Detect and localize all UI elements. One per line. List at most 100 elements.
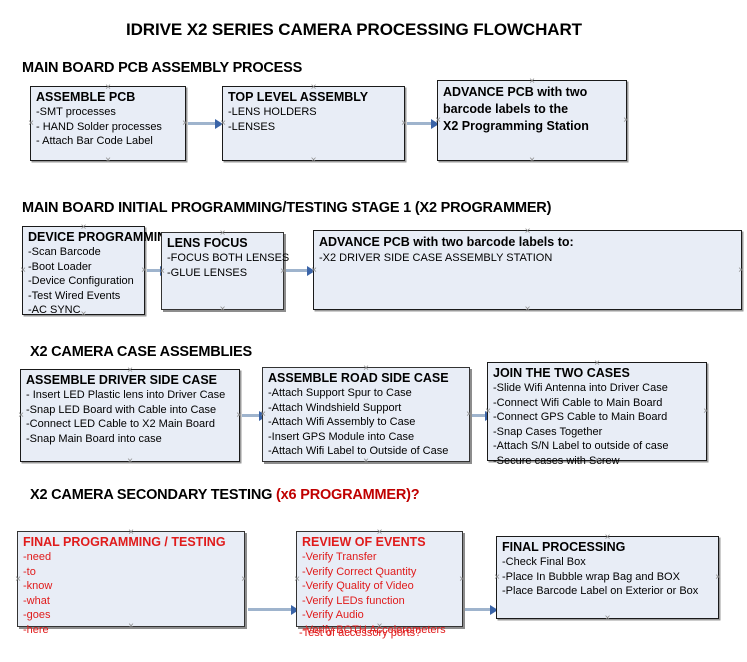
process-box-assemble-road-side-case[interactable]: ASSEMBLE ROAD SIDE CASE -Attach Support …	[262, 367, 470, 462]
box-line: -here	[23, 623, 49, 636]
box-line: -Connect LED Cable to X2 Main Board	[26, 418, 215, 431]
box-line: -Boot Loader	[28, 260, 92, 273]
box-line: -AC SYNC	[28, 304, 81, 317]
box-line: -FOCUS BOTH LENSES	[167, 252, 290, 265]
connection-point-bottom[interactable]	[523, 305, 532, 314]
connection-point-bottom[interactable]	[79, 310, 88, 319]
connection-point-top[interactable]	[523, 227, 532, 236]
connection-point-top[interactable]	[593, 359, 602, 368]
connection-point-right[interactable]	[737, 266, 746, 275]
box-title: JOIN THE TWO CASES	[493, 366, 630, 380]
connection-point-left[interactable]	[310, 266, 319, 275]
box-title: ADVANCE PCB with two barcode labels to:	[319, 235, 574, 249]
connection-point-top[interactable]	[375, 528, 384, 537]
box-title: LENS FOCUS	[167, 236, 248, 250]
connection-point-bottom[interactable]	[127, 622, 136, 631]
connection-point-left[interactable]	[493, 573, 502, 582]
box-line: -Attach S/N Label to outside of case	[493, 440, 669, 453]
box-line: -Snap Cases Together	[493, 425, 603, 438]
connection-point-left[interactable]	[14, 575, 23, 584]
connection-point-top[interactable]	[79, 223, 88, 232]
connection-point-bottom[interactable]	[104, 156, 113, 165]
connection-point-left[interactable]	[17, 411, 26, 420]
process-box-advance-pcb-to-driver-side-case[interactable]: ADVANCE PCB with two barcode labels to: …	[313, 230, 742, 310]
arrow-lens-focus-to-advance-pcb	[286, 269, 308, 272]
box-line: -Check Final Box	[502, 556, 586, 569]
box-line: -need	[23, 551, 52, 564]
process-box-assemble-driver-side-case[interactable]: ASSEMBLE DRIVER SIDE CASE - Insert LED P…	[20, 369, 240, 462]
process-box-join-the-two-cases[interactable]: JOIN THE TWO CASES -Slide Wifi Antenna i…	[484, 359, 707, 467]
connection-point-top[interactable]	[127, 528, 136, 537]
box-line: -Place Barcode Label on Exterior or Box	[502, 585, 699, 598]
connection-point-right[interactable]	[458, 575, 467, 584]
box-line: -Verify BOTH Accelerometers	[302, 623, 446, 636]
section-heading-text: MAIN BOARD PCB ASSEMBLY PROCESS	[22, 60, 303, 76]
connection-point-top[interactable]	[104, 83, 113, 92]
page-title: IDRIVE X2 SERIES CAMERA PROCESSING FLOWC…	[126, 20, 582, 39]
connection-point-left[interactable]	[484, 407, 493, 416]
box-line: - HAND Solder processes	[36, 120, 162, 133]
box-title: ADVANCE PCB with two	[443, 85, 588, 99]
connection-point-top[interactable]	[528, 77, 537, 86]
arrow-driver-side-to-road-side	[242, 414, 260, 417]
connection-point-top[interactable]	[218, 229, 227, 238]
process-box-lens-focus[interactable]: LENS FOCUS -FOCUS BOTH LENSES -GLUE LENS…	[158, 229, 290, 310]
review-of-events-overflow-line: -Test of accessory ports?	[299, 627, 422, 639]
box-line: -Place In Bubble wrap Bag and BOX	[502, 570, 680, 583]
box-line: -Verify LEDs function	[302, 594, 405, 607]
connection-point-left[interactable]	[293, 575, 302, 584]
connection-point-bottom[interactable]	[603, 614, 612, 623]
connection-point-bottom[interactable]	[218, 305, 227, 314]
box-line: -Connect Wifi Cable to Main Board	[493, 396, 663, 409]
box-line: -Test Wired Events	[28, 289, 121, 302]
connection-point-bottom[interactable]	[528, 156, 537, 165]
connection-point-bottom[interactable]	[309, 156, 318, 165]
arrow-assemble-pcb-to-top-level-assembly	[188, 122, 216, 125]
connection-point-top[interactable]	[309, 83, 318, 92]
box-line: -Snap LED Board with Cable into Case	[26, 403, 217, 416]
process-box-final-processing[interactable]: FINAL PROCESSING -Check Final Box -Place…	[496, 536, 719, 619]
connection-point-bottom[interactable]	[593, 456, 602, 465]
connection-point-left[interactable]	[19, 266, 28, 275]
box-line: X2 Programming Station	[443, 118, 589, 133]
box-line: -GLUE LENSES	[167, 266, 248, 279]
connection-point-left[interactable]	[434, 116, 443, 125]
connection-point-left[interactable]	[259, 410, 268, 419]
arrow-device-programming-to-lens-focus	[147, 269, 161, 272]
box-line: -Scan Barcode	[28, 246, 101, 259]
connection-point-left[interactable]	[27, 119, 36, 128]
connection-point-right[interactable]	[714, 573, 723, 582]
box-line: -Verify Correct Quantity	[302, 565, 417, 578]
process-box-top-level-assembly[interactable]: TOP LEVEL ASSEMBLY -LENS HOLDERS -LENSES	[222, 86, 405, 161]
connection-point-top[interactable]	[126, 366, 135, 375]
section-heading-main-board-initial-programming: MAIN BOARD INITIAL PROGRAMMING/TESTING S…	[22, 200, 551, 216]
process-box-review-of-events[interactable]: REVIEW OF EVENTS -Verify Transfer -Verif…	[293, 528, 463, 636]
box-line: -Verify Audio	[302, 609, 364, 622]
connection-point-left[interactable]	[219, 119, 228, 128]
section-heading-main-board-pcb-assembly: MAIN BOARD PCB ASSEMBLY PROCESS	[22, 60, 302, 76]
process-box-advance-pcb-to-programming-station[interactable]: ADVANCE PCB with two barcode labels to t…	[437, 80, 627, 161]
box-line: -X2 DRIVER SIDE CASE ASSEMBLY STATION	[319, 251, 553, 264]
connection-point-right[interactable]	[240, 575, 249, 584]
box-line: -Attach Windshield Support	[268, 401, 402, 414]
connection-point-bottom[interactable]	[126, 457, 135, 466]
process-box-assemble-pcb[interactable]: ASSEMBLE PCB -SMT processes - HAND Solde…	[30, 86, 186, 161]
connection-point-top[interactable]	[362, 364, 371, 373]
box-line: -LENS HOLDERS	[228, 106, 317, 119]
connection-point-right[interactable]	[622, 116, 631, 125]
process-box-final-programming-testing[interactable]: FINAL PROGRAMMING / TESTING -need -to -k…	[14, 528, 245, 636]
section-heading-text: MAIN BOARD INITIAL PROGRAMMING/TESTING S…	[22, 200, 552, 216]
connection-point-left[interactable]	[158, 267, 167, 276]
box-line: -goes	[23, 609, 51, 622]
connection-point-right[interactable]	[702, 407, 711, 416]
section-heading-text: X2 CAMERA CASE ASSEMBLIES	[30, 344, 252, 360]
connection-point-top[interactable]	[603, 533, 612, 542]
process-box-device-programming[interactable]: DEVICE PROGRAMMING -Scan Barcode -Boot L…	[19, 223, 176, 317]
section-heading-x2-camera-secondary-testing: X2 CAMERA SECONDARY TESTING (x6 PROGRAMM…	[30, 487, 420, 503]
box-line: -know	[23, 580, 53, 593]
connection-point-bottom[interactable]	[362, 457, 371, 466]
box-line: -Attach Wifi Assembly to Case	[268, 416, 416, 429]
box-title: ASSEMBLE ROAD SIDE CASE	[268, 371, 449, 385]
box-line: -Verify Quality of Video	[302, 580, 414, 593]
